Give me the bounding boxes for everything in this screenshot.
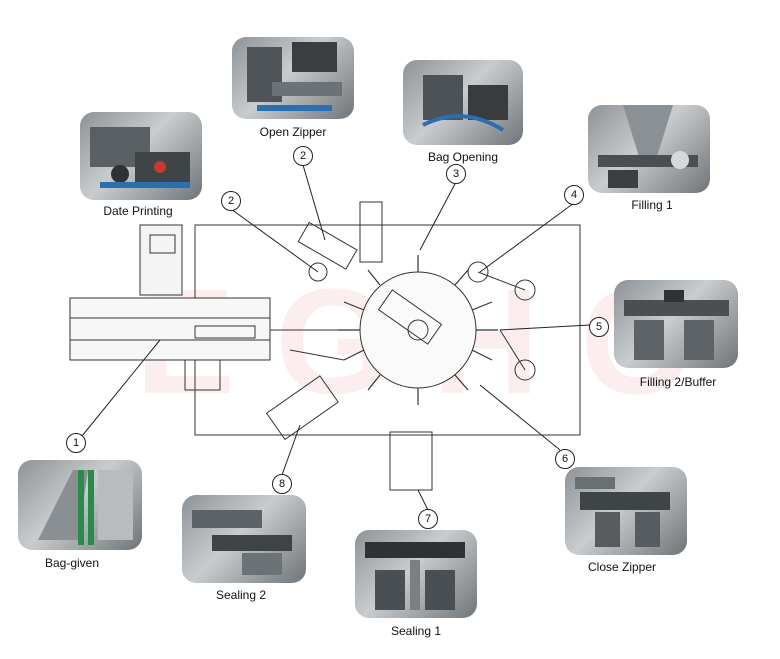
callout-sealing-2: 8: [272, 474, 292, 494]
callout-filling-1: 4: [564, 185, 584, 205]
photo-bag-given: [18, 460, 142, 550]
caption-bag-given: Bag-given: [44, 556, 100, 570]
photo-date-printing: [80, 112, 202, 200]
photo-close-zipper: [565, 467, 687, 555]
caption-date-printing: Date Printing: [103, 204, 173, 218]
caption-sealing-2: Sealing 2: [215, 588, 267, 602]
photo-bag-opening: [403, 60, 523, 145]
caption-sealing-1: Sealing 1: [390, 624, 442, 638]
photo-sealing-2: [182, 495, 306, 583]
callout-bag-given: 1: [66, 433, 86, 453]
caption-filling-2-buffer: Filling 2/Buffer: [639, 375, 717, 389]
callout-open-zipper: 2: [293, 146, 313, 166]
callout-bag-opening: 3: [446, 164, 466, 184]
callout-date-printing: 2: [221, 191, 241, 211]
caption-close-zipper: Close Zipper: [587, 560, 657, 574]
callout-close-zipper: 6: [555, 449, 575, 469]
caption-bag-opening: Bag Opening: [427, 150, 499, 164]
callout-filling-2-buffer: 5: [589, 317, 609, 337]
photo-sealing-1: [355, 530, 477, 618]
photo-open-zipper: [232, 37, 354, 119]
callout-sealing-1: 7: [418, 509, 438, 529]
caption-filling-1: Filling 1: [631, 198, 673, 212]
caption-open-zipper: Open Zipper: [259, 125, 327, 139]
photo-filling-2-buffer: [614, 280, 738, 368]
photo-filling-1: [588, 105, 710, 193]
